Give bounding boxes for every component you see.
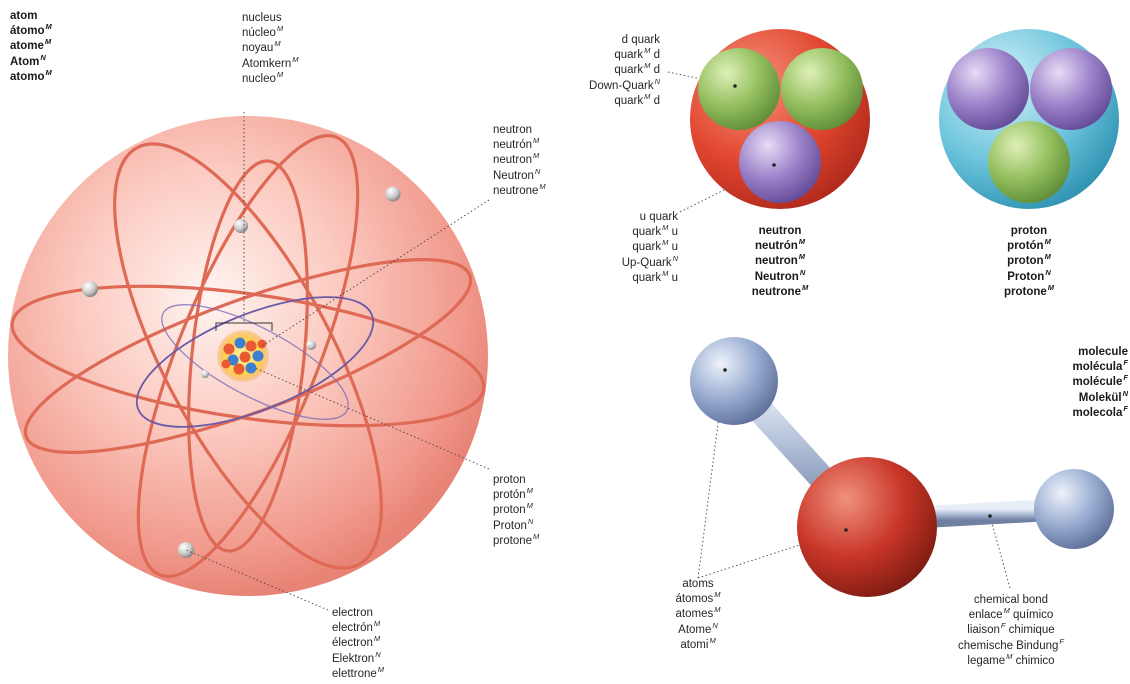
molecule-atom-side-1 bbox=[690, 337, 778, 425]
label-nucleus-line-4: nucleoM bbox=[242, 69, 284, 85]
atom-illustration bbox=[8, 116, 488, 596]
u-quark-2 bbox=[947, 48, 1029, 130]
label-nucleus-line-2: noyauM bbox=[242, 39, 281, 55]
label-proton-line-2: protonM bbox=[1007, 252, 1051, 268]
label-electron-line-2: électronM bbox=[332, 634, 381, 650]
label-atoms-line-4: atomiM bbox=[680, 635, 716, 651]
label-proton-atom-line-3: ProtonN bbox=[493, 516, 534, 532]
label-molecule-line-0: molecule bbox=[1078, 346, 1128, 358]
electrons bbox=[82, 186, 401, 558]
label-u-quark-line-2: quarkM u bbox=[632, 238, 678, 254]
label-proton-line-1: protónM bbox=[1007, 237, 1051, 253]
label-neutron-atom-line-4: neutroneM bbox=[493, 181, 546, 197]
label-d-quark-line-3: Down-QuarkN bbox=[589, 76, 660, 92]
u-quark-3 bbox=[1030, 48, 1112, 130]
label-u-quark-line-1: quarkM u bbox=[632, 223, 678, 239]
label-molecule-line-3: MolekülN bbox=[1078, 388, 1128, 404]
label-nucleus-line-0: nucleus bbox=[242, 12, 282, 24]
label-neutron-line-2: neutronM bbox=[754, 252, 806, 268]
u-quark-1 bbox=[739, 121, 821, 203]
label-d-quark-line-4: quarkM d bbox=[614, 91, 660, 107]
label-atom-line-4: atomoM bbox=[10, 67, 52, 83]
label-u-quark-line-3: Up-QuarkN bbox=[621, 253, 678, 269]
label-d-quark-line-1: quarkM d bbox=[614, 46, 660, 62]
electron-1 bbox=[234, 219, 248, 233]
label-neutron-atom-line-2: neutronM bbox=[493, 151, 540, 167]
d-quark-1 bbox=[698, 48, 780, 130]
label-atom-line-0: atom bbox=[10, 10, 38, 22]
label-chemical-bond-line-2: liaisonF chimique bbox=[967, 621, 1055, 637]
label-electron-line-1: electrónM bbox=[332, 619, 381, 635]
label-proton-line-0: proton bbox=[1010, 225, 1048, 237]
label-chemical-bond-line-0: chemical bond bbox=[973, 594, 1049, 606]
neutron-illustration bbox=[690, 29, 870, 209]
label-proton-atom-line-4: protoneM bbox=[493, 531, 540, 547]
label-neutron-line-3: NeutronN bbox=[754, 267, 806, 283]
label-neutron-line-4: neutroneM bbox=[751, 282, 809, 298]
electron-3 bbox=[82, 281, 98, 297]
label-neutron-line-1: neutrónM bbox=[754, 237, 806, 253]
label-d-quark-line-0: d quark bbox=[621, 34, 660, 46]
label-proton-atom-line-2: protonM bbox=[493, 501, 533, 517]
label-u-quark-line-0: u quark bbox=[639, 211, 678, 223]
label-neutron-line-0: neutron bbox=[758, 225, 802, 237]
label-nucleus-line-1: núcleoM bbox=[242, 24, 284, 40]
label-molecule-line-1: moléculaF bbox=[1072, 358, 1128, 374]
label-proton-atom-line-1: protónM bbox=[493, 486, 533, 502]
label-atom-line-2: atomeM bbox=[10, 37, 52, 53]
label-molecule-line-2: moléculeF bbox=[1072, 373, 1128, 389]
label-electron-line-0: electron bbox=[332, 607, 373, 619]
label-electron-line-3: ElektronN bbox=[332, 649, 381, 665]
label-chemical-bond-line-4: legameM chimico bbox=[967, 651, 1055, 667]
label-proton-line-4: protoneM bbox=[1003, 282, 1055, 298]
label-atom-line-1: átomoM bbox=[10, 22, 52, 38]
d-quark-3 bbox=[988, 121, 1070, 203]
electron-4 bbox=[306, 340, 316, 350]
d-quark-2 bbox=[781, 48, 863, 130]
electron-6 bbox=[178, 542, 194, 558]
label-atom-line-3: AtomN bbox=[10, 52, 46, 68]
nucleus bbox=[217, 330, 269, 382]
electron-5 bbox=[201, 370, 209, 378]
label-proton-line-3: ProtonN bbox=[1007, 267, 1051, 283]
label-neutron-atom-line-3: NeutronN bbox=[493, 166, 541, 182]
label-neutron-atom-line-1: neutrónM bbox=[493, 136, 540, 152]
label-chemical-bond-line-3: chemische BindungF bbox=[958, 636, 1064, 652]
molecule-atom-side-2 bbox=[1034, 469, 1114, 549]
label-u-quark-line-4: quarkM u bbox=[632, 268, 678, 284]
label-atoms-line-1: átomosM bbox=[675, 590, 721, 606]
label-electron-line-4: elettroneM bbox=[332, 664, 385, 680]
inner-orbit bbox=[135, 296, 375, 428]
molecule-illustration bbox=[690, 337, 1114, 597]
label-molecule-line-4: molecolaF bbox=[1072, 403, 1128, 419]
label-atoms-line-3: AtomeN bbox=[678, 620, 718, 636]
electron-orbits bbox=[10, 134, 486, 578]
label-atoms-line-2: atomesM bbox=[675, 605, 721, 621]
proton-illustration bbox=[939, 29, 1119, 209]
label-proton-atom-line-0: proton bbox=[493, 474, 526, 486]
label-nucleus-line-3: AtomkernM bbox=[242, 54, 299, 70]
label-chemical-bond-line-1: enlaceM químico bbox=[968, 606, 1054, 622]
electron-2 bbox=[385, 186, 401, 202]
label-neutron-atom-line-0: neutron bbox=[493, 124, 533, 136]
label-d-quark-line-2: quarkM d bbox=[614, 61, 660, 77]
label-atoms-line-0: atoms bbox=[682, 578, 714, 590]
molecule-atom-center bbox=[797, 457, 937, 597]
